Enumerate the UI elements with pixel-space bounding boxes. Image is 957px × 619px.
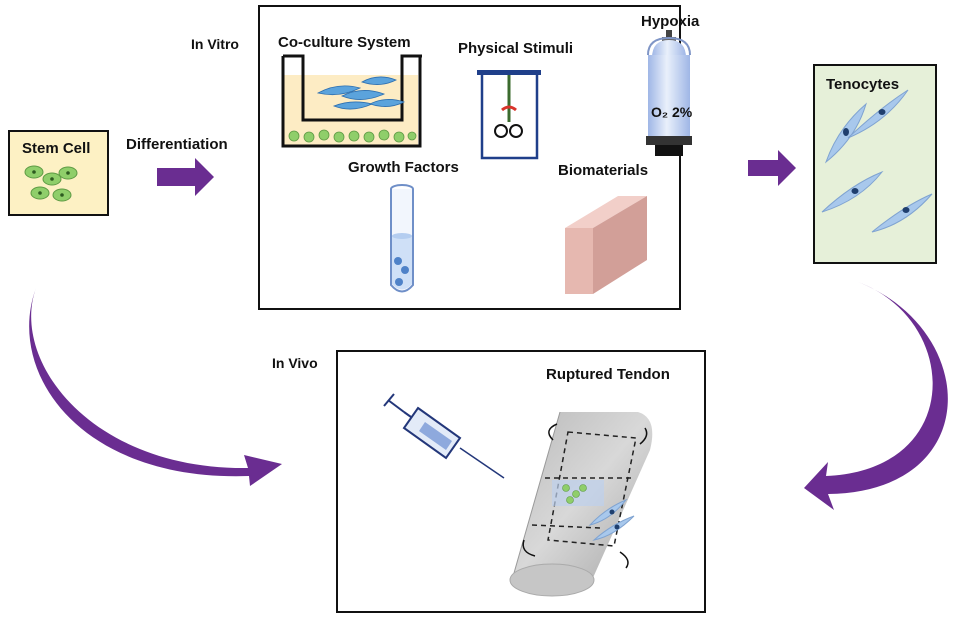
o2-concentration-label: O₂ 2% (651, 104, 693, 120)
bioreactor-icon (477, 70, 541, 160)
stem-cells-icon (24, 165, 78, 202)
in-vivo-label: In Vivo (272, 355, 318, 371)
biomaterial-block-icon (565, 196, 647, 294)
biomaterials-label: Biomaterials (558, 162, 649, 179)
in-vitro-label: In Vitro (191, 36, 239, 52)
tenocyte-cells-icon (821, 89, 933, 233)
coculture-label: Co-culture System (278, 34, 411, 51)
physical-stimuli-label: Physical Stimuli (458, 40, 574, 57)
curved-arrow-stem-to-invivo-icon (29, 288, 282, 486)
curved-arrow-tenocytes-to-invivo-icon (804, 282, 948, 510)
coculture-system-icon (281, 54, 422, 148)
arrow-to-tenocytes-icon (748, 150, 796, 186)
test-tube-icon (390, 184, 414, 293)
arrow-differentiation-icon (157, 158, 214, 196)
tenocytes-label: Tenocytes (826, 76, 900, 93)
syringe-icon (383, 393, 505, 479)
growth-factors-label: Growth Factors (348, 159, 459, 176)
stem-cell-label: Stem Cell (22, 140, 91, 157)
ruptured-tendon-label: Ruptured Tendon (546, 366, 670, 383)
ruptured-tendon-icon (509, 411, 653, 597)
tenocytes-panel (813, 64, 937, 264)
oxygen-cylinder-icon (646, 30, 692, 156)
differentiation-label: Differentiation (126, 136, 228, 153)
hypoxia-label: Hypoxia (641, 13, 700, 30)
